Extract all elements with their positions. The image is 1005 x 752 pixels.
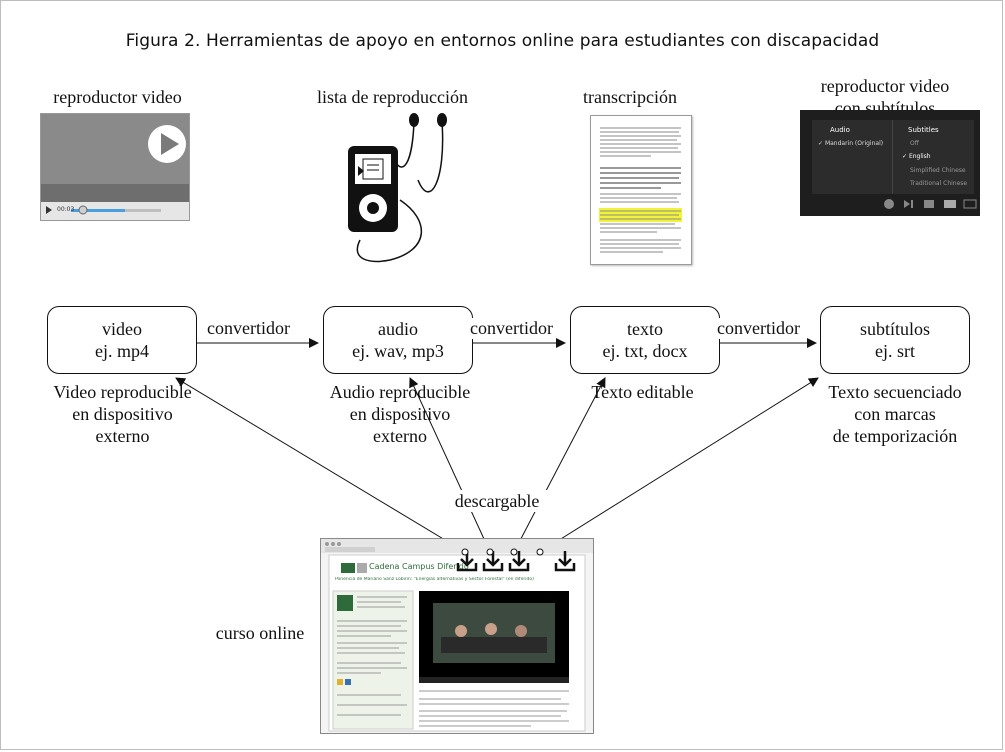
subtitle-option-traditional[interactable]: Traditional Chinese	[910, 180, 968, 187]
download-icon-audio	[482, 551, 504, 572]
mp3-player-icon	[348, 113, 447, 263]
box-subtitles: subtítulos ej. srt	[820, 306, 970, 374]
figure-title: Figura 2. Herramientas de apoyo en entor…	[125, 31, 880, 51]
transcript-document-thumbnail	[590, 115, 692, 265]
box-text-line1: texto	[627, 319, 663, 339]
video-player-thumbnail: 00:03	[40, 113, 190, 221]
box-video-line2: ej. mp4	[95, 341, 149, 361]
converter-label-3: convertidor	[715, 318, 802, 339]
desc-subtitles-line3: de temporización	[832, 426, 958, 446]
course-site-title: Cadena Campus Diferido	[369, 562, 469, 571]
label-transcription: transcripción	[583, 87, 677, 107]
audio-option-label: Mandarin (Original)	[824, 140, 884, 147]
converter-label-1: convertidor	[205, 318, 292, 339]
desc-audio-line2: en dispositivo	[349, 404, 451, 424]
box-audio: audio ej. wav, mp3	[323, 306, 473, 374]
desc-text-line1: Texto editable	[591, 382, 694, 402]
audio-header: Audio	[830, 126, 850, 134]
label-video-player: reproductor video	[53, 87, 182, 107]
subtitle-option-english-label: English	[908, 153, 931, 160]
subtitle-player-thumbnail: Audio ✓ Mandarin (Original) Subtitles Of…	[800, 110, 980, 216]
course-label: curso online	[215, 623, 305, 643]
converter-label-2: convertidor	[468, 318, 555, 339]
downloadable-label: descargable	[432, 490, 562, 512]
desc-text: Texto editable	[570, 381, 715, 403]
subtitle-option-off[interactable]: Off	[910, 140, 919, 147]
desc-subtitles-line2: con marcas	[854, 404, 936, 424]
desc-audio-line1: Audio reproducible	[329, 382, 471, 402]
box-video: video ej. mp4	[47, 306, 197, 374]
arrow-download-to-text	[513, 377, 606, 553]
box-text-line2: ej. txt, docx	[602, 341, 688, 361]
download-icons	[456, 548, 576, 572]
arrow-download-to-audio	[409, 377, 491, 553]
desc-video: Video reproducible en dispositivo extern…	[30, 381, 215, 447]
arrow-download-to-subtitles	[539, 377, 819, 553]
label-subtitled-player-line1: reproductor video	[820, 76, 950, 96]
desc-audio-line3: externo	[373, 426, 427, 446]
player-time: 00:03	[57, 206, 75, 213]
desc-subtitles-line1: Texto secuenciado	[828, 382, 962, 402]
download-icon-subtitles	[554, 551, 576, 572]
arrow-download-to-video	[175, 377, 466, 553]
desc-subtitles: Texto secuenciado con marcas de temporiz…	[800, 381, 990, 447]
box-audio-line1: audio	[378, 319, 418, 339]
box-video-line1: video	[102, 319, 142, 339]
course-talk-title: Ponencia de Mariano Sanz Lobirin: "Energ…	[335, 577, 534, 582]
download-icon-text	[508, 551, 530, 572]
subtitles-header: Subtitles	[908, 126, 939, 134]
label-playlist: lista de reproducción	[317, 87, 468, 107]
desc-audio: Audio reproducible en dispositivo extern…	[300, 381, 500, 447]
subtitle-player-controls	[884, 199, 977, 209]
box-audio-line2: ej. wav, mp3	[352, 341, 444, 361]
desc-video-line1: Video reproducible	[53, 382, 192, 402]
audio-option[interactable]: ✓ Mandarin (Original)	[818, 140, 884, 147]
desc-video-line3: externo	[95, 426, 150, 446]
box-text: texto ej. txt, docx	[570, 306, 720, 374]
box-subtitles-line2: ej. srt	[875, 341, 915, 361]
subtitle-option-english[interactable]: ✓ English	[902, 153, 931, 160]
subtitle-option-simplified[interactable]: Simplified Chinese	[910, 167, 966, 174]
play-button-icon	[41, 114, 189, 220]
box-subtitles-line1: subtítulos	[859, 319, 930, 339]
subtitle-menu: Audio ✓ Mandarin (Original) Subtitles Of…	[812, 120, 974, 194]
desc-video-line2: en dispositivo	[72, 404, 173, 424]
